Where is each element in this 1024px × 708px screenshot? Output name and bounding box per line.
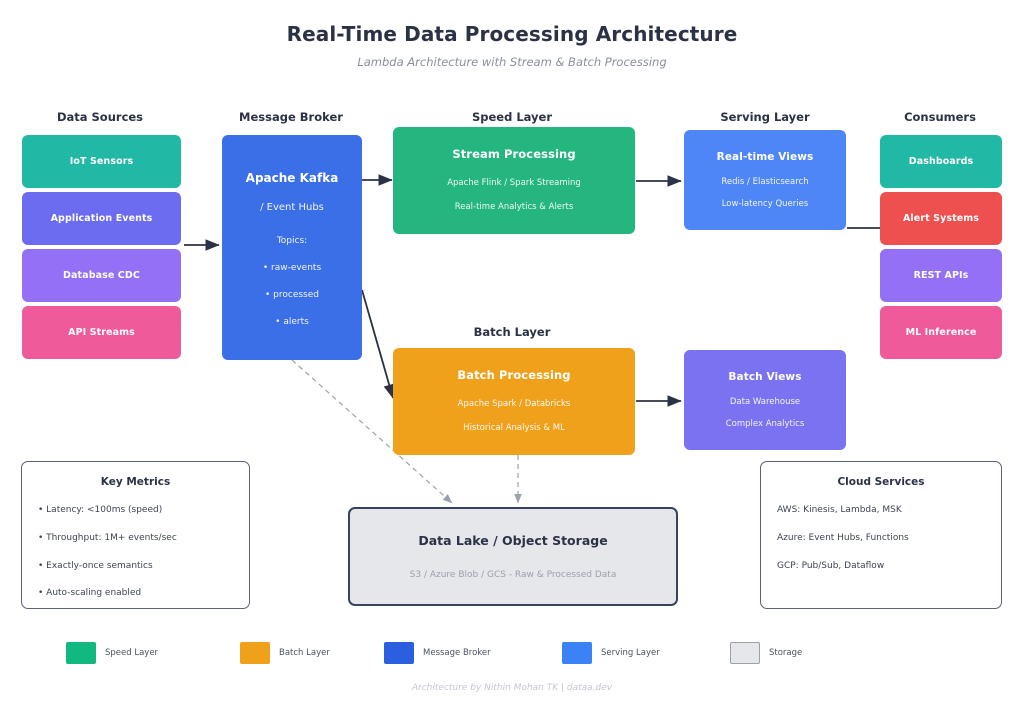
cloud-services-row-3: GCP: Pub/Sub, Dataflow (777, 560, 885, 571)
node-alert-systems[interactable]: Alert Systems (880, 192, 1002, 245)
node-label: Stream Processing (452, 147, 576, 162)
node-real-time-views[interactable]: Real-time Views Redis / Elasticsearch Lo… (684, 130, 846, 230)
kafka-subtitle: / Event Hubs (260, 202, 324, 213)
node-subtext-1: Redis / Elasticsearch (721, 177, 809, 188)
node-database-cdc[interactable]: Database CDC (22, 249, 181, 302)
node-subtext-1: Apache Spark / Databricks (457, 399, 571, 410)
kafka-title: Apache Kafka (245, 171, 339, 185)
node-batch-processing[interactable]: Batch Processing Apache Spark / Databric… (393, 348, 635, 455)
column-header-data-sources: Data Sources (56, 110, 144, 124)
kafka-topics-label: Topics: (276, 236, 308, 246)
node-stream-processing[interactable]: Stream Processing Apache Flink / Spark S… (393, 127, 635, 234)
node-label: Database CDC (63, 269, 140, 281)
legend-item-storage: Storage (730, 642, 802, 664)
legend-swatch-batch-layer (240, 642, 270, 664)
kafka-topic-processed: • processed (264, 290, 319, 300)
footer-credit: Architecture by Nithin Mohan TK | dataa.… (411, 683, 613, 693)
node-label: REST APIs (913, 269, 969, 281)
legend-swatch-storage (730, 642, 760, 664)
key-metrics-row-2: • Throughput: 1M+ events/sec (38, 532, 177, 543)
column-header-speed-layer: Speed Layer (471, 110, 553, 124)
kafka-topic-raw-events: • raw-events (262, 263, 322, 273)
node-subtext-1: Data Warehouse (729, 397, 801, 408)
legend-item-message-broker: Message Broker (384, 642, 491, 664)
node-rest-apis[interactable]: REST APIs (880, 249, 1002, 302)
legend-swatch-message-broker (384, 642, 414, 664)
node-subtext: S3 / Azure Blob / GCS - Raw & Processed … (409, 570, 617, 580)
node-ml-inference[interactable]: ML Inference (880, 306, 1002, 359)
node-data-lake-object-storage[interactable]: Data Lake / Object Storage S3 / Azure Bl… (348, 507, 678, 606)
legend-label-serving-layer: Serving Layer (601, 648, 660, 658)
node-batch-views[interactable]: Batch Views Data Warehouse Complex Analy… (684, 350, 846, 450)
node-subtext-2: Real-time Analytics & Alerts (454, 202, 574, 213)
column-header-batch-layer: Batch Layer (473, 325, 551, 339)
column-header-message-broker: Message Broker (239, 110, 343, 124)
panel-key-metrics: Key Metrics • Latency: <100ms (speed) • … (21, 461, 250, 609)
legend-label-speed-layer: Speed Layer (105, 648, 159, 658)
node-label: Application Events (50, 212, 153, 224)
legend-item-speed-layer: Speed Layer (66, 642, 158, 664)
node-label: Dashboards (908, 155, 974, 167)
node-label: Data Lake / Object Storage (418, 533, 608, 548)
node-subtext-2: Historical Analysis & ML (463, 423, 565, 434)
arrow-kafka-to-batch (361, 289, 395, 399)
node-dashboards[interactable]: Dashboards (880, 135, 1002, 188)
legend-label-batch-layer: Batch Layer (279, 648, 330, 658)
kafka-topic-alerts: • alerts (275, 317, 309, 327)
node-iot-sensors[interactable]: IoT Sensors (22, 135, 181, 188)
legend-label-message-broker: Message Broker (423, 648, 491, 658)
column-header-serving-layer: Serving Layer (720, 110, 810, 124)
legend-swatch-serving-layer (562, 642, 592, 664)
node-subtext-1: Apache Flink / Spark Streaming (447, 178, 581, 189)
node-subtext-2: Low-latency Queries (721, 199, 809, 210)
key-metrics-row-3: • Exactly-once semantics (38, 560, 153, 571)
node-label: IoT Sensors (69, 155, 134, 167)
panel-title: Key Metrics (100, 476, 171, 488)
panel-cloud-services: Cloud Services AWS: Kinesis, Lambda, MSK… (760, 461, 1002, 609)
legend-swatch-speed-layer (66, 642, 96, 664)
node-label: Batch Processing (457, 368, 571, 383)
node-label: ML Inference (905, 326, 977, 338)
node-label: Real-time Views (716, 150, 814, 163)
node-apache-kafka[interactable]: Apache Kafka / Event Hubs Topics: • raw-… (222, 135, 362, 360)
page-subtitle: Lambda Architecture with Stream & Batch … (357, 55, 667, 69)
legend-item-batch-layer: Batch Layer (240, 642, 330, 664)
node-subtext-2: Complex Analytics (725, 419, 805, 430)
column-header-consumers: Consumers (904, 110, 976, 124)
node-api-streams[interactable]: API Streams (22, 306, 181, 359)
key-metrics-row-1: • Latency: <100ms (speed) (38, 505, 163, 515)
cloud-services-row-2: Azure: Event Hubs, Functions (777, 532, 909, 543)
node-label: Batch Views (728, 370, 802, 383)
node-application-events[interactable]: Application Events (22, 192, 181, 245)
cloud-services-row-1: AWS: Kinesis, Lambda, MSK (777, 505, 902, 515)
node-label: Alert Systems (902, 212, 980, 224)
key-metrics-row-4: • Auto-scaling enabled (38, 588, 142, 599)
legend: Speed Layer Batch Layer Message Broker S… (0, 642, 1024, 666)
page-title: Real-Time Data Processing Architecture (286, 22, 738, 46)
legend-label-storage: Storage (769, 648, 803, 658)
legend-item-serving-layer: Serving Layer (562, 642, 660, 664)
node-label: API Streams (68, 326, 135, 338)
panel-title: Cloud Services (837, 476, 925, 488)
